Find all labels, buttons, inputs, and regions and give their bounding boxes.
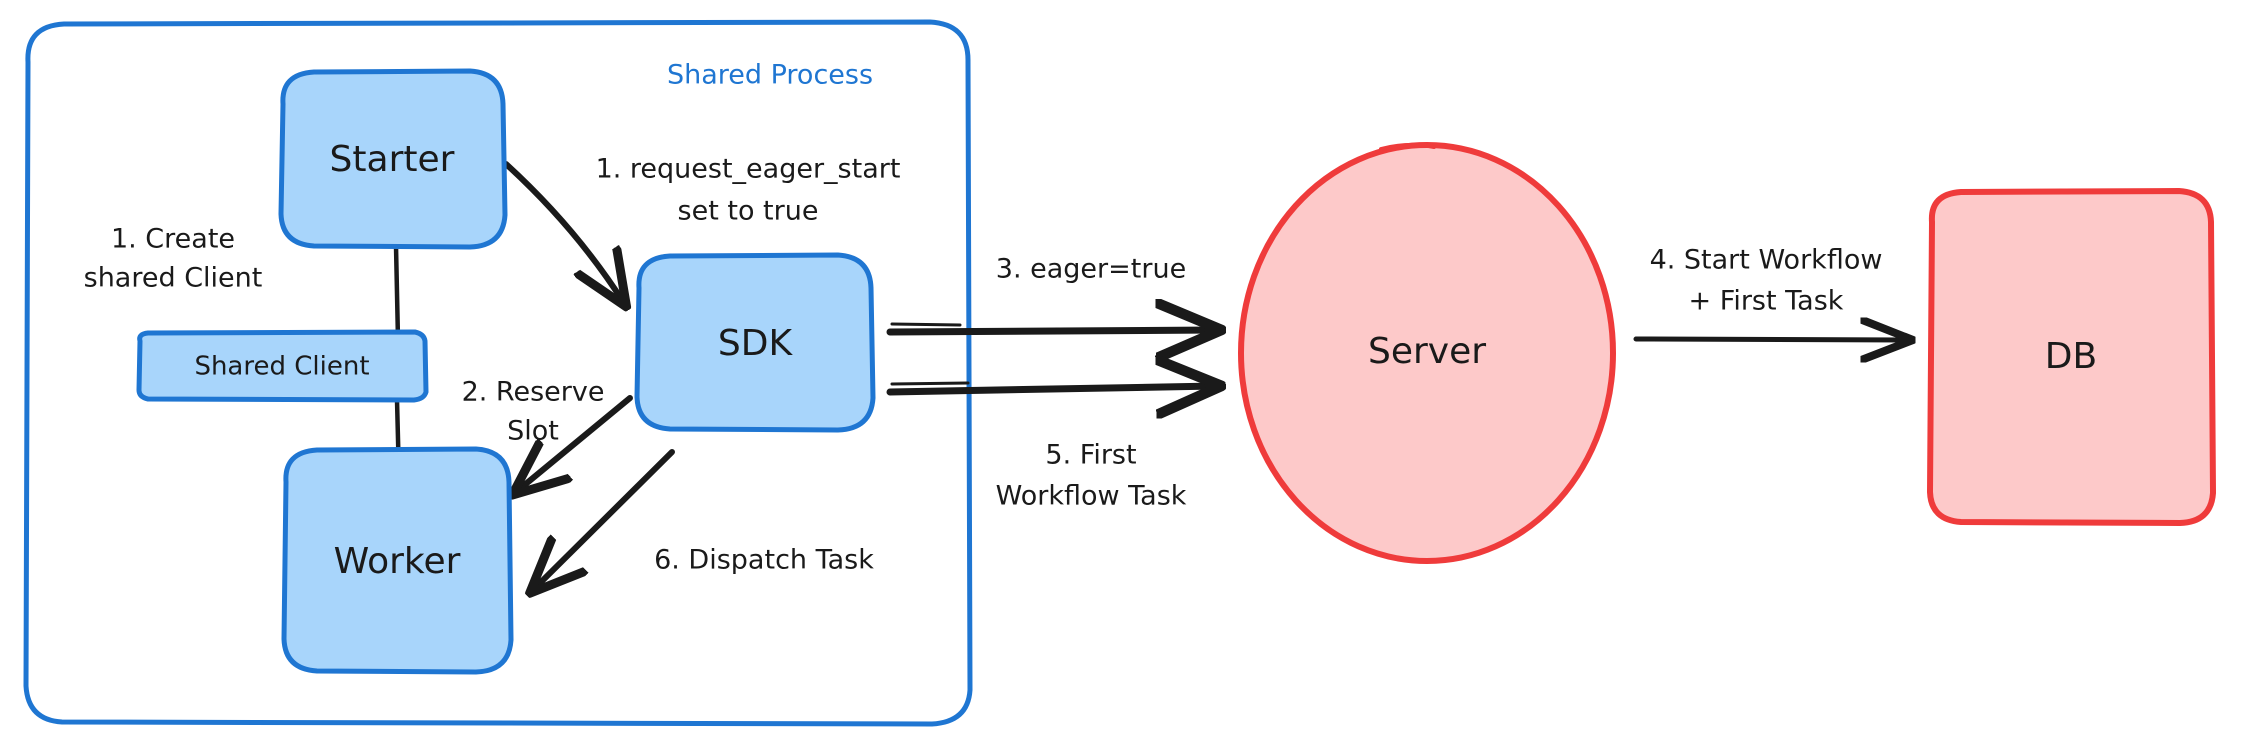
node-db[interactable]: DB [1927,188,2216,526]
node-server-label: Server [1368,331,1486,372]
node-db-label: DB [2045,336,2097,377]
edge-first-workflow-task-label-2: Workflow Task [996,481,1187,512]
edge-request-eager-start-label-1: 1. request_eager_start [596,154,901,185]
node-db-shape [1927,188,2216,526]
node-shared-client-shape [136,329,429,403]
node-worker-label: Worker [334,541,461,582]
edge-eager-true-label-1: 3. eager=true [996,254,1186,285]
edge-dispatch-task: 6. Dispatch Task [533,449,874,590]
node-starter-label: Starter [330,139,455,180]
node-sdk-shape [634,252,876,433]
node-shared-client[interactable]: Shared Client [136,329,429,403]
edge-create-shared-client: 1. Create shared Client [84,224,402,481]
edge-first-workflow-task-line-shadow [890,381,970,386]
edge-reserve-slot-label-1: 2. Reserve [462,377,605,408]
edge-request-eager-start-line-shadow [514,170,628,307]
edge-eager-true-line-shadow [890,322,962,327]
edge-first-workflow-task-label-1: 5. First [1045,440,1136,471]
edge-request-eager-start-line [503,161,624,303]
shared-process-border [23,19,973,727]
node-sdk-label: SDK [718,323,794,364]
edge-reserve-slot: 2. Reserve Slot [462,377,633,493]
edge-dispatch-task-line [533,449,675,590]
node-sdk[interactable]: SDK [634,252,876,433]
edge-eager-true: 3. eager=true [886,254,1216,333]
edge-start-workflow-label-1: 4. Start Workflow [1650,245,1883,276]
edge-reserve-slot-line [516,395,633,492]
node-server-sketch-overstroke [1379,142,1436,151]
edge-create-shared-client-label-2: shared Client [84,263,263,294]
edge-start-workflow-line [1633,339,1908,340]
edge-eager-true-line [886,330,1216,332]
node-starter-shape [278,68,508,250]
node-server[interactable]: Server [1238,142,1616,564]
edge-start-workflow: 4. Start Workflow + First Task [1633,245,1908,341]
edge-first-workflow-task-line [886,386,1216,392]
edge-create-shared-client-label-1: 1. Create [111,224,235,255]
node-worker-shape [281,446,514,675]
node-shared-client-label: Shared Client [194,352,369,382]
edge-request-eager-start: 1. request_eager_start set to true [503,154,901,307]
edge-first-workflow-task: 5. First Workflow Task [886,381,1216,512]
shared-process-title: Shared Process [667,60,873,91]
shared-process-group: Shared Process [23,19,973,727]
edge-request-eager-start-label-2: set to true [678,196,819,227]
edge-start-workflow-label-2: + First Task [1689,286,1844,317]
node-starter[interactable]: Starter [278,68,508,250]
node-worker[interactable]: Worker [281,446,514,675]
edge-reserve-slot-label-2: Slot [507,416,559,447]
edge-dispatch-task-label-1: 6. Dispatch Task [654,545,874,576]
